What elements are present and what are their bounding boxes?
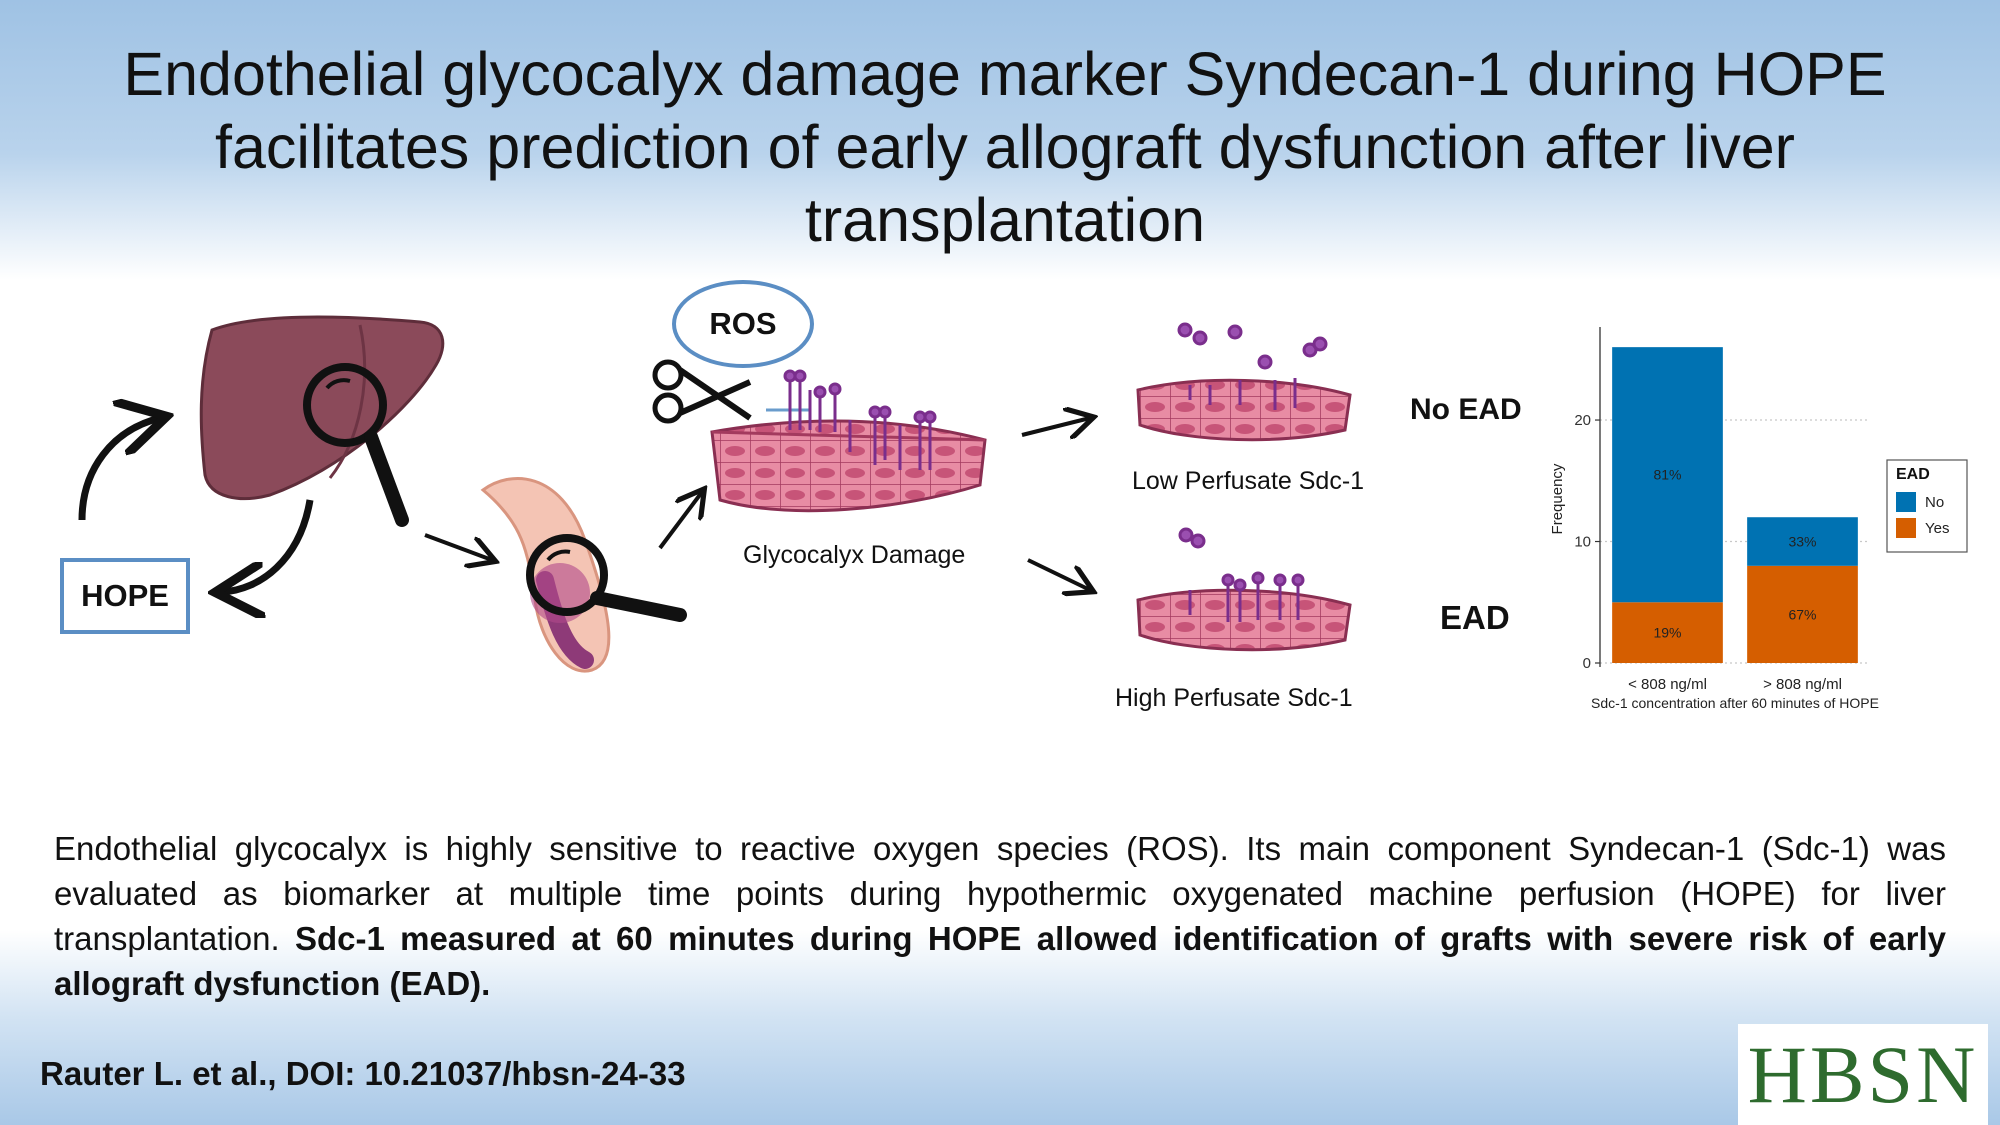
hope-box: HOPE [60, 558, 190, 634]
bar-percent-label: 33% [1788, 534, 1816, 550]
x-axis-label: Sdc-1 concentration after 60 minutes of … [1591, 695, 1879, 711]
bar-yes [1747, 565, 1858, 663]
description-paragraph: Endothelial glycocalyx is highly sensiti… [54, 826, 1946, 1006]
low-perfusate-label: Low Perfusate Sdc-1 [1132, 467, 1365, 495]
legend-swatch-yes [1896, 518, 1916, 538]
x-tick-label: > 808 ng/ml [1763, 676, 1842, 693]
ead-label: EAD [1440, 599, 1510, 636]
legend-label-no: No [1925, 494, 1944, 511]
ros-label: ROS [672, 280, 814, 368]
citation: Rauter L. et al., DOI: 10.21037/hbsn-24-… [40, 1055, 686, 1092]
y-tick-label: 20 [1574, 412, 1591, 429]
legend-swatch-no [1896, 492, 1916, 512]
syndecan-molecules [783, 369, 937, 470]
bar-percent-label: 19% [1653, 625, 1681, 641]
arrow-to-vessel [424, 533, 492, 560]
header-background [0, 0, 2000, 280]
scissors-icon [652, 359, 752, 424]
y-tick-label: 10 [1574, 534, 1591, 551]
blood-vessel-icon [480, 477, 611, 673]
page-title: Endothelial glycocalyx damage marker Syn… [123, 40, 1887, 254]
low-perfusate-tissue-icon [1136, 322, 1352, 442]
arrow-to-glycocalyx [658, 492, 702, 550]
curved-arrow-up [78, 418, 160, 521]
bar-no [1747, 517, 1858, 566]
bar-percent-label: 67% [1788, 606, 1816, 622]
high-perfusate-label: High Perfusate Sdc-1 [1115, 684, 1353, 712]
vessel-magnifier-icon [526, 534, 687, 622]
arrow-to-high [1027, 558, 1090, 590]
magnifier-icon [303, 363, 409, 527]
description-plain: Endothelial glycocalyx is highly sensiti… [54, 830, 1946, 957]
bar-percent-label: 81% [1653, 467, 1681, 483]
x-tick-label: < 808 ng/ml [1628, 676, 1707, 693]
glycocalyx-damage-label: Glycocalyx Damage [743, 541, 966, 569]
description-bold: Sdc-1 measured at 60 minutes during HOPE… [54, 920, 1946, 1002]
bar-no [1612, 347, 1723, 603]
bar-yes [1612, 602, 1723, 663]
hbsn-logo: HBSN [1738, 1024, 1988, 1125]
y-axis-label: Frequency [1549, 463, 1566, 534]
footer-background [0, 930, 2000, 1125]
liver-icon [199, 315, 445, 501]
no-ead-label: No EAD [1410, 393, 1522, 426]
legend-title: EAD [1896, 466, 1930, 483]
curved-arrow-down [222, 499, 314, 592]
high-perfusate-tissue-icon [1136, 527, 1352, 652]
legend-label-yes: Yes [1925, 520, 1949, 537]
y-tick-label: 0 [1583, 655, 1591, 672]
arrow-to-low [1021, 418, 1090, 435]
